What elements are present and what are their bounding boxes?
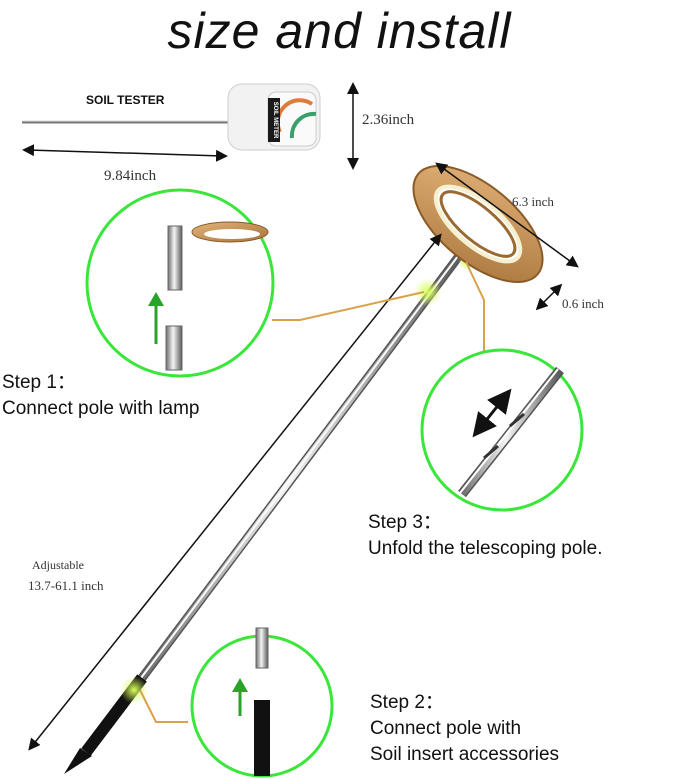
step1-detail-circle	[85, 188, 275, 378]
soil-tester-illustration: SOIL METER	[22, 83, 321, 151]
lamp-thickness-label: 0.6 inch	[562, 296, 604, 311]
step1-text: Connect pole with lamp	[2, 398, 200, 419]
soil-meter-text: SOIL METER	[272, 102, 278, 139]
step2-connector-line	[139, 689, 188, 723]
step3-text: Unfold the telescoping pole.	[368, 538, 603, 559]
step3-title: Step 3：	[368, 512, 442, 533]
adjustable-label: Adjustable	[32, 558, 84, 572]
height-dimension-label: 2.36inch	[362, 112, 415, 128]
step1-title: Step 1：	[2, 372, 76, 393]
step1-block: Step 1： Connect pole with lamp	[2, 370, 200, 422]
length-dimension-label: 9.84inch	[104, 168, 157, 184]
adjustable-range-label: 13.7-61.1 inch	[28, 578, 104, 593]
step2-title: Step 2：	[370, 692, 444, 713]
lamp-ring	[412, 165, 544, 283]
step3-detail-circle	[420, 348, 584, 512]
pole-length-arrow	[28, 233, 442, 751]
diameter-dimension-arrow	[435, 162, 579, 268]
step3-connector-line	[465, 261, 485, 358]
step2-text-line1: Connect pole with	[370, 718, 522, 739]
step2-text-line2: Soil insert accessories	[370, 744, 560, 765]
step3-double-arrow	[472, 388, 512, 438]
lamp-diameter-label: 6.3 inch	[512, 194, 554, 209]
page-title: size and install	[167, 3, 512, 59]
lamp-joint-glow	[414, 278, 442, 306]
step3-block: Step 3： Unfold the telescoping pole.	[368, 510, 603, 562]
soil-meter-badge	[268, 98, 280, 142]
step1-connector-line	[272, 291, 425, 321]
length-dimension-arrow	[22, 144, 228, 162]
step2-block: Step 2： Connect pole with Soil insert ac…	[370, 690, 559, 768]
soil-tester-label: SOIL TESTER	[86, 93, 165, 107]
thickness-dimension-arrow	[535, 283, 563, 311]
step2-detail-circle	[190, 627, 334, 778]
